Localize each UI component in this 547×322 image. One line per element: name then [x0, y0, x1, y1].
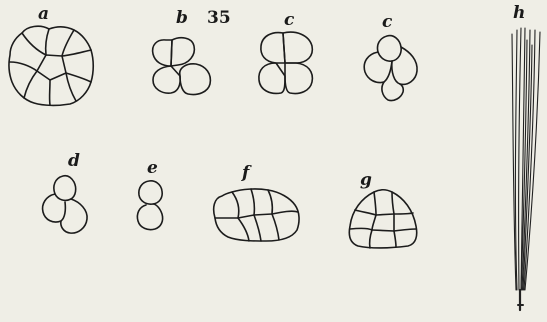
- bundle-h: [512, 28, 540, 310]
- colony-c-second: [364, 36, 417, 101]
- colony-a: [9, 26, 93, 105]
- colony-c-first: [259, 32, 312, 93]
- colony-g: [349, 190, 416, 248]
- colony-b: [153, 38, 211, 95]
- colony-f: [214, 189, 299, 241]
- colony-d: [43, 176, 88, 233]
- colony-e: [137, 181, 162, 230]
